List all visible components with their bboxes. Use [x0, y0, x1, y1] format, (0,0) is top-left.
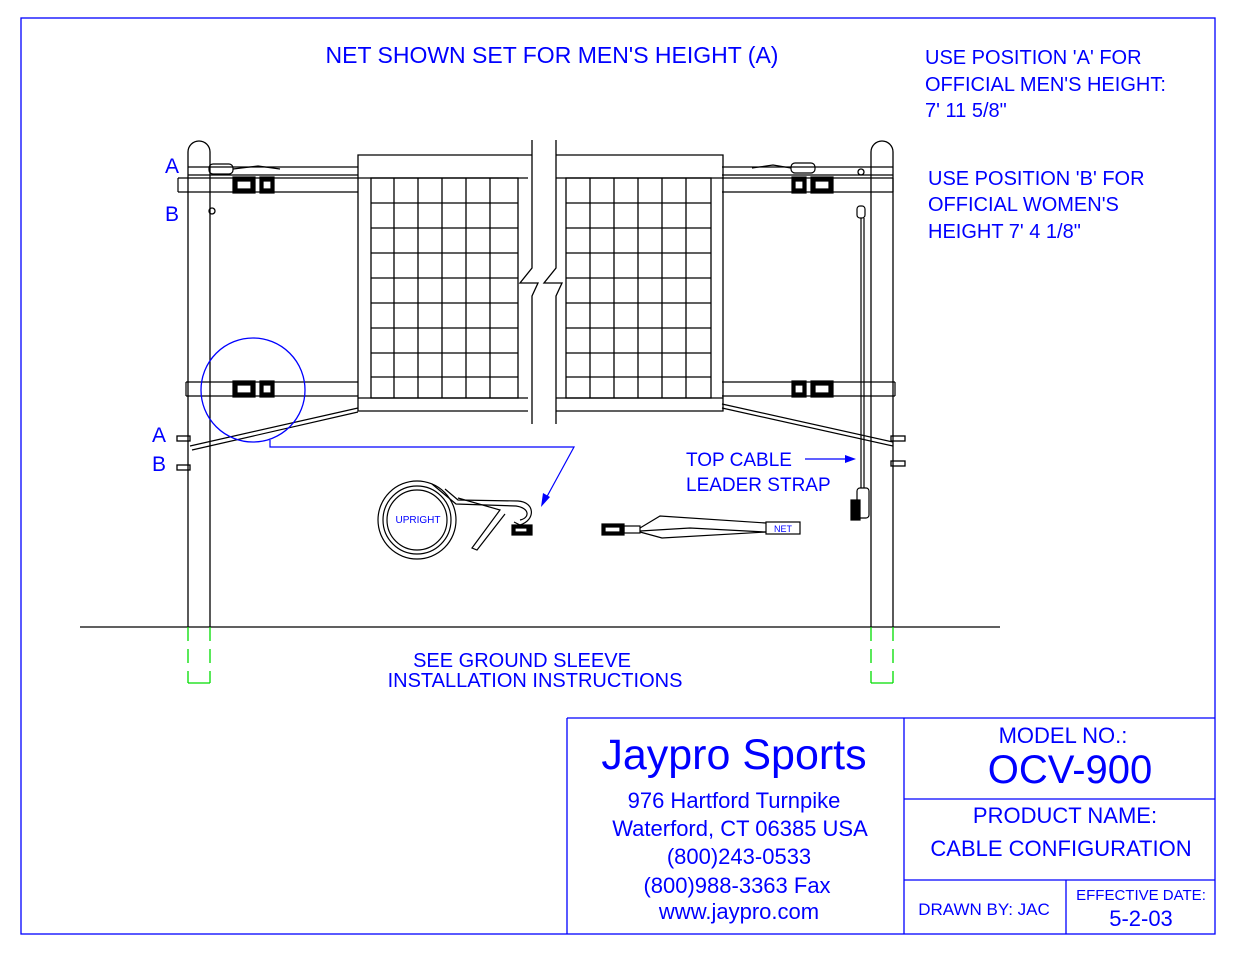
product-label: PRODUCT NAME: — [973, 803, 1157, 828]
net-mesh-rows — [371, 202, 711, 378]
right-upright — [857, 140, 906, 627]
svg-text:Waterford, CT 06385 USA: Waterford, CT 06385 USA — [612, 816, 868, 841]
left-upright — [176, 140, 216, 627]
svg-text:OFFICIAL MEN'S HEIGHT:: OFFICIAL MEN'S HEIGHT: — [925, 74, 1166, 96]
svg-text:(800)243-0533: (800)243-0533 — [667, 844, 811, 869]
bottom-strap — [185, 380, 896, 398]
product-name: CABLE CONFIGURATION — [930, 836, 1191, 861]
model-label: MODEL NO.: — [999, 723, 1128, 748]
cable-detail-view — [377, 480, 801, 560]
leader-strap-note: TOP CABLE LEADER STRAP — [686, 450, 831, 496]
svg-text:USE POSITION 'A' FOR: USE POSITION 'A' FOR — [925, 47, 1142, 69]
svg-text:TOP CABLE: TOP CABLE — [686, 450, 792, 471]
marker-bottom-a: A — [152, 424, 166, 447]
svg-text:www.jaypro.com: www.jaypro.com — [658, 899, 819, 924]
leader-strap — [850, 205, 870, 521]
detail-leader-arrow — [541, 493, 550, 507]
headline-note: NET SHOWN SET FOR MEN'S HEIGHT (A) — [326, 42, 779, 68]
position-b-note: USE POSITION 'B' FOR OFFICIAL WOMEN'S HE… — [928, 168, 1145, 243]
svg-text:7' 11 5/8": 7' 11 5/8" — [925, 100, 1007, 122]
leader-strap-arrow — [845, 455, 856, 463]
detail-leader-line — [269, 440, 576, 503]
detail-callout-circle — [200, 337, 306, 443]
bottom-cable-right — [721, 407, 894, 447]
drawn-by: DRAWN BY: JAC — [918, 900, 1050, 919]
marker-bottom-b: B — [152, 453, 166, 476]
net-label: NET — [774, 524, 793, 534]
effective-date: 5-2-03 — [1109, 906, 1173, 931]
upright-label: UPRIGHT — [396, 515, 441, 526]
top-strap — [177, 162, 894, 194]
svg-text:INSTALLATION INSTRUCTIONS: INSTALLATION INSTRUCTIONS — [388, 670, 683, 692]
drawing-border — [20, 17, 1216, 935]
ground-sleeve-note: SEE GROUND SLEEVE INSTALLATION INSTRUCTI… — [388, 650, 683, 692]
svg-text:LEADER STRAP: LEADER STRAP — [686, 475, 831, 496]
svg-text:976 Hartford Turnpike: 976 Hartford Turnpike — [628, 788, 841, 813]
marker-top-a: A — [165, 155, 179, 178]
effective-date-label: EFFECTIVE DATE: — [1076, 887, 1206, 904]
ground-sleeve-right — [870, 627, 894, 683]
company-address: 976 Hartford Turnpike Waterford, CT 0638… — [612, 788, 868, 924]
bottom-cable-left — [189, 407, 359, 447]
title-block — [566, 717, 1215, 934]
company-name: Jaypro Sports — [601, 731, 866, 779]
ground-sleeve-left — [187, 627, 211, 683]
svg-text:SEE GROUND SLEEVE: SEE GROUND SLEEVE — [413, 650, 631, 672]
svg-text:USE POSITION 'B' FOR: USE POSITION 'B' FOR — [928, 168, 1145, 190]
marker-top-b: B — [165, 203, 179, 226]
position-a-note: USE POSITION 'A' FOR OFFICIAL MEN'S HEIG… — [925, 47, 1166, 122]
svg-text:OFFICIAL WOMEN'S: OFFICIAL WOMEN'S — [928, 194, 1119, 216]
svg-text:(800)988-3363 Fax: (800)988-3363 Fax — [643, 873, 830, 898]
svg-text:HEIGHT 7' 4 1/8": HEIGHT 7' 4 1/8" — [928, 221, 1081, 243]
model-number: OCV-900 — [988, 748, 1153, 792]
net-panel — [357, 140, 724, 424]
